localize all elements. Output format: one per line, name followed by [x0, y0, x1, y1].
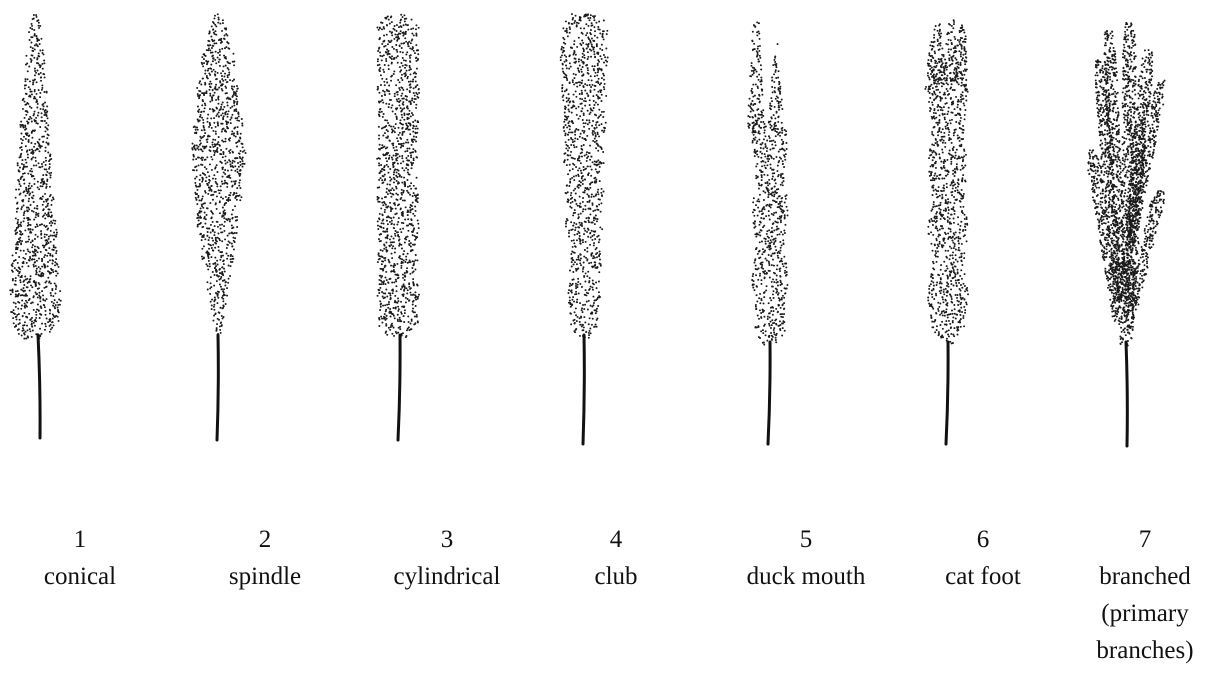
spindle-panicle-icon: [192, 14, 245, 440]
cat-foot-panicle-icon: [925, 20, 968, 444]
caption-number: 3: [376, 521, 518, 558]
stalk: [217, 335, 218, 440]
stipple-dots: [377, 15, 419, 337]
caption-4: 4 club: [566, 521, 666, 595]
caption-5: 5 duck mouth: [723, 521, 889, 595]
caption-2: 2 spindle: [215, 521, 315, 595]
conical-panicle-icon: [10, 15, 61, 438]
caption-name-line2: (primary: [1075, 595, 1212, 632]
caption-number: 6: [916, 521, 1050, 558]
caption-number: 2: [215, 521, 315, 558]
caption-name: cylindrical: [376, 558, 518, 595]
caption-name: branched: [1075, 558, 1212, 595]
caption-number: 1: [30, 521, 130, 558]
caption-3: 3 cylindrical: [376, 521, 518, 595]
duck-mouth-panicle-icon: [748, 22, 787, 444]
branched-panicle-icon: [1088, 23, 1164, 446]
stalk: [768, 342, 770, 444]
caption-7: 7 branched (primary branches): [1075, 521, 1212, 669]
cylindrical-panicle-icon: [377, 15, 419, 440]
caption-name: cat foot: [916, 558, 1050, 595]
stipple-dots: [748, 22, 764, 130]
caption-1: 1 conical: [30, 521, 130, 595]
caption-6: 6 cat foot: [916, 521, 1050, 595]
stipple-dots: [928, 78, 968, 343]
caption-name: duck mouth: [723, 558, 889, 595]
stipple-dots: [561, 14, 608, 338]
stipple-dots: [954, 25, 967, 81]
stalk: [946, 342, 948, 444]
caption-name: spindle: [215, 558, 315, 595]
caption-number: 7: [1075, 521, 1212, 558]
stipple-dots: [752, 121, 788, 344]
stalk: [583, 335, 584, 444]
caption-number: 5: [723, 521, 889, 558]
caption-name-line3: branches): [1075, 632, 1212, 669]
caption-number: 4: [566, 521, 666, 558]
stalk: [398, 335, 400, 440]
club-panicle-icon: [561, 14, 608, 444]
caption-name: conical: [30, 558, 130, 595]
stipple-dots: [10, 15, 61, 339]
stipple-dots: [192, 14, 245, 334]
stipple-dots: [769, 44, 783, 130]
caption-name: club: [566, 558, 666, 595]
stalk: [1126, 342, 1127, 446]
stalk: [38, 335, 40, 438]
stipple-dots: [932, 24, 945, 80]
